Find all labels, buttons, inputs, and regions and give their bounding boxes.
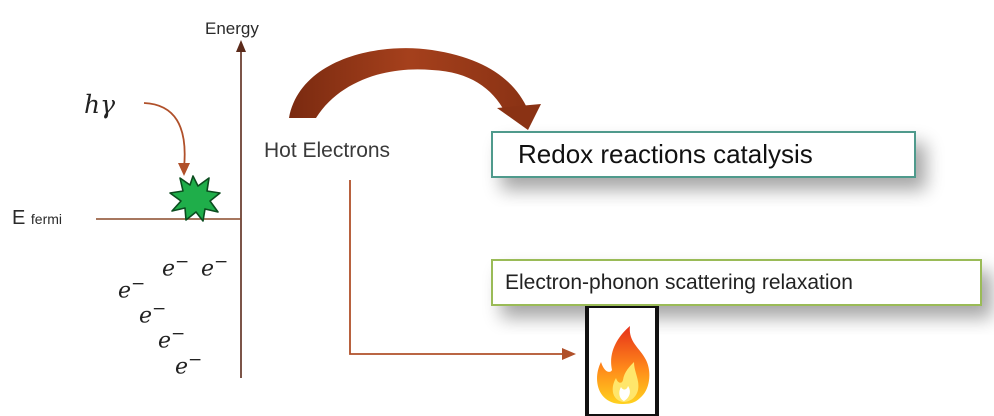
electron: e− <box>139 299 167 329</box>
electron: e− <box>162 252 190 282</box>
relaxation-arrowhead <box>562 348 576 360</box>
photon-label: hγ <box>84 90 116 119</box>
redox-curved-arrow <box>289 48 541 130</box>
electron: e− <box>175 350 203 380</box>
fermi-sub: fermi <box>30 211 63 227</box>
relaxation-arrow <box>349 180 562 355</box>
energy-axis-label: Energy <box>205 19 259 38</box>
hot-electrons-label: Hot Electrons <box>264 139 391 162</box>
star-burst-icon <box>169 175 221 222</box>
photon-arrowhead <box>178 163 190 176</box>
redox-pathway-label: Redox reactions catalysis <box>518 139 813 169</box>
fermi-main: E <box>12 207 26 229</box>
electron: e− <box>118 274 146 304</box>
fermi-level-label: E fermi <box>12 207 62 230</box>
flame-icon <box>597 326 650 404</box>
relaxation-pathway-label: Electron-phonon scattering relaxation <box>505 270 853 294</box>
energy-axis-arrowhead <box>236 40 246 52</box>
electron: e− <box>201 252 229 282</box>
relaxation-pathway-box: Electron-phonon scattering relaxation <box>491 259 982 306</box>
electron: e− <box>158 324 186 354</box>
photon-arrow <box>143 102 186 169</box>
redox-pathway-box: Redox reactions catalysis <box>491 131 916 178</box>
